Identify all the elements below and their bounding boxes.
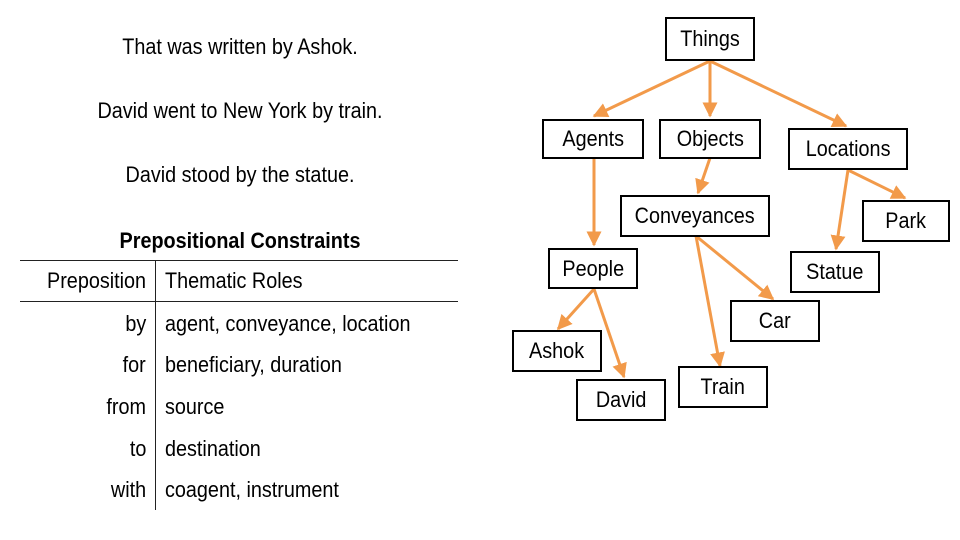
row-preposition: to [129,436,146,461]
table-title: Prepositional Constraints [119,228,361,253]
row-preposition: by [125,311,146,336]
node-conveyances: Conveyances [620,195,770,237]
node-people: People [548,248,638,289]
edge-things-locations [709,59,848,128]
node-locations: Locations [788,128,908,170]
row-roles: beneficiary, duration [165,352,342,377]
edge-people-ashok [556,287,596,331]
row-preposition: with [110,477,146,502]
row-roles: destination [165,436,261,461]
node-agents: Agents [542,119,644,159]
row-preposition: for [122,352,146,377]
sentence-david-train: David went to New York by train. [97,98,383,123]
row-roles: source [165,394,225,419]
edge-conveyances-car [695,234,775,301]
edge-objects-conveyances [695,157,712,195]
sentence-ashok: That was written by Ashok. [122,34,358,59]
row-roles: coagent, instrument [165,477,339,502]
edge-locations-statue [830,169,850,251]
sentence-david-statue: David stood by the statue. [125,162,355,187]
node-train: Train [678,366,768,408]
edge-conveyances-train [694,235,725,368]
edge-people-david [592,288,627,379]
row-roles: agent, conveyance, location [165,311,411,336]
node-ashok: Ashok [512,330,602,372]
header-preposition: Preposition [46,268,146,293]
table-column-divider [155,260,156,510]
node-statue: Statue [790,251,880,293]
header-thematic-roles: Thematic Roles [165,268,303,293]
table-header-rule [20,301,458,302]
edge-locations-park [847,168,907,200]
node-park: Park [862,200,950,242]
node-things: Things [665,17,755,61]
row-preposition: from [106,394,146,419]
node-objects: Objects [659,119,761,159]
node-david: David [576,379,666,421]
node-car: Car [730,300,820,342]
edge-things-agents [592,59,711,118]
table-top-rule [20,260,458,261]
